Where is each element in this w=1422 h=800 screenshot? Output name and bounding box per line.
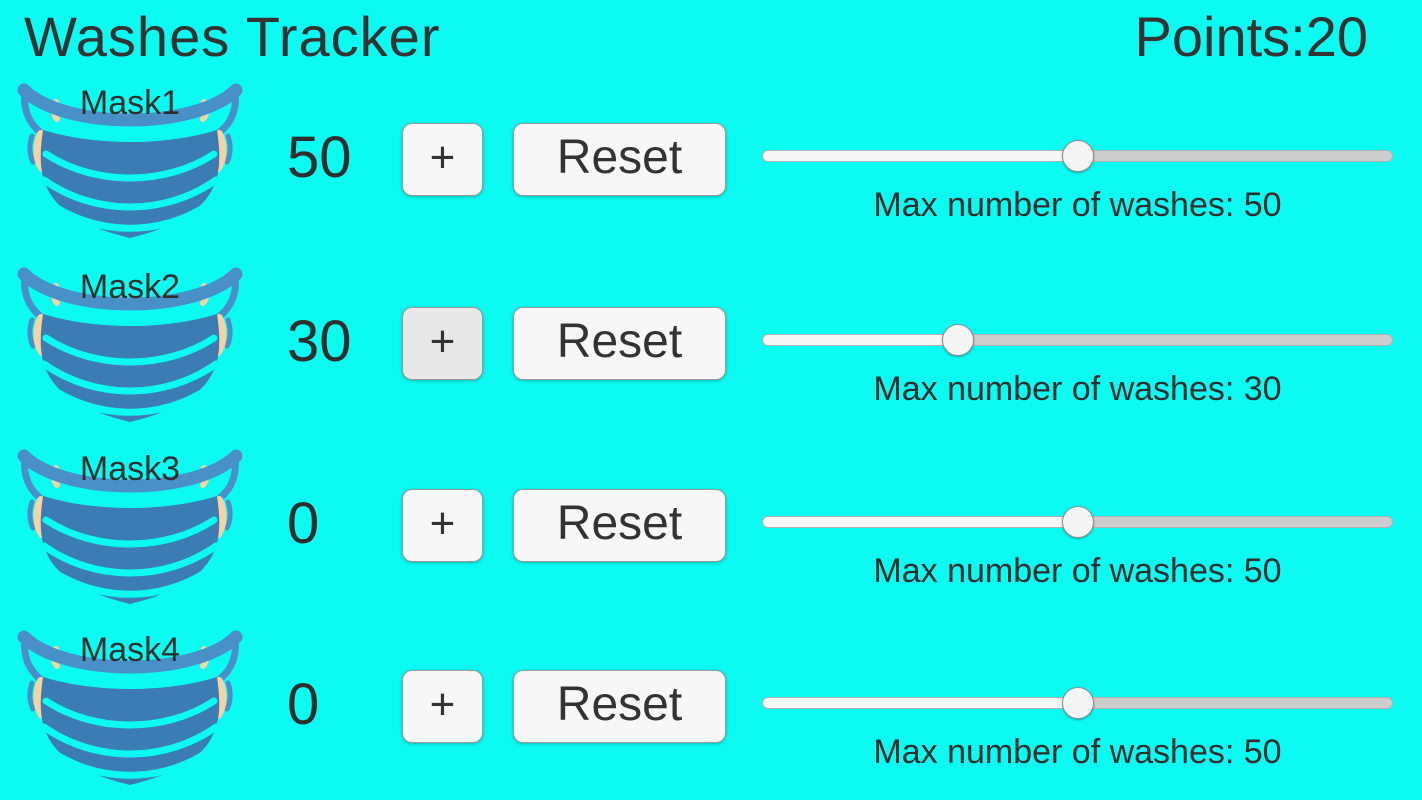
mask-row: Mask4 0 + Reset Max number of washes: 50: [0, 625, 1422, 800]
mask-row: Mask3 0 + Reset Max number of washes: 50: [0, 444, 1422, 625]
wash-count-value: 50: [287, 125, 352, 190]
page-title: Washes Tracker: [24, 5, 441, 68]
mask-name-label: Mask1: [79, 84, 181, 122]
points-value: 20: [1305, 5, 1368, 68]
max-washes-label: Max number of washes: 50: [873, 733, 1282, 771]
slider-thumb[interactable]: [1061, 140, 1094, 172]
mask-icon: [10, 625, 250, 793]
mask-icon: [10, 262, 250, 430]
reset-button[interactable]: Reset: [513, 307, 726, 380]
slider-thumb[interactable]: [941, 324, 974, 356]
max-washes-label: Max number of washes: 30: [873, 370, 1282, 408]
mask-row: Mask2 30 + Reset Max number of washes: 3…: [0, 262, 1422, 443]
reset-button[interactable]: Reset: [513, 123, 726, 196]
max-washes-slider[interactable]: [762, 324, 1393, 356]
wash-count-value: 0: [287, 672, 320, 737]
points-label: Points:: [1134, 5, 1306, 68]
points-counter: Points:20: [1135, 4, 1369, 69]
slider-thumb[interactable]: [1061, 687, 1094, 719]
max-washes-slider[interactable]: [762, 687, 1393, 719]
mask-name-label: Mask4: [79, 631, 181, 669]
mask-name-label: Mask2: [79, 268, 181, 306]
increment-button[interactable]: +: [402, 670, 483, 743]
slider-fill: [762, 697, 1078, 709]
max-washes-label: Max number of washes: 50: [873, 186, 1282, 224]
mask-icon: [10, 444, 250, 612]
slider-fill: [762, 516, 1078, 528]
slider-thumb[interactable]: [1061, 506, 1094, 538]
max-washes-label: Max number of washes: 50: [873, 552, 1282, 590]
wash-count-value: 0: [287, 491, 320, 556]
reset-button[interactable]: Reset: [513, 489, 726, 562]
increment-button[interactable]: +: [402, 307, 483, 380]
max-washes-slider[interactable]: [762, 140, 1393, 172]
mask-icon: [10, 78, 250, 246]
increment-button[interactable]: +: [402, 123, 483, 196]
slider-fill: [762, 334, 958, 346]
reset-button[interactable]: Reset: [513, 670, 726, 743]
max-washes-slider[interactable]: [762, 506, 1393, 538]
slider-fill: [762, 150, 1078, 162]
mask-name-label: Mask3: [79, 450, 181, 488]
mask-row: Mask1 50 + Reset Max number of washes: 5…: [0, 78, 1422, 259]
wash-count-value: 30: [287, 309, 352, 374]
increment-button[interactable]: +: [402, 489, 483, 562]
